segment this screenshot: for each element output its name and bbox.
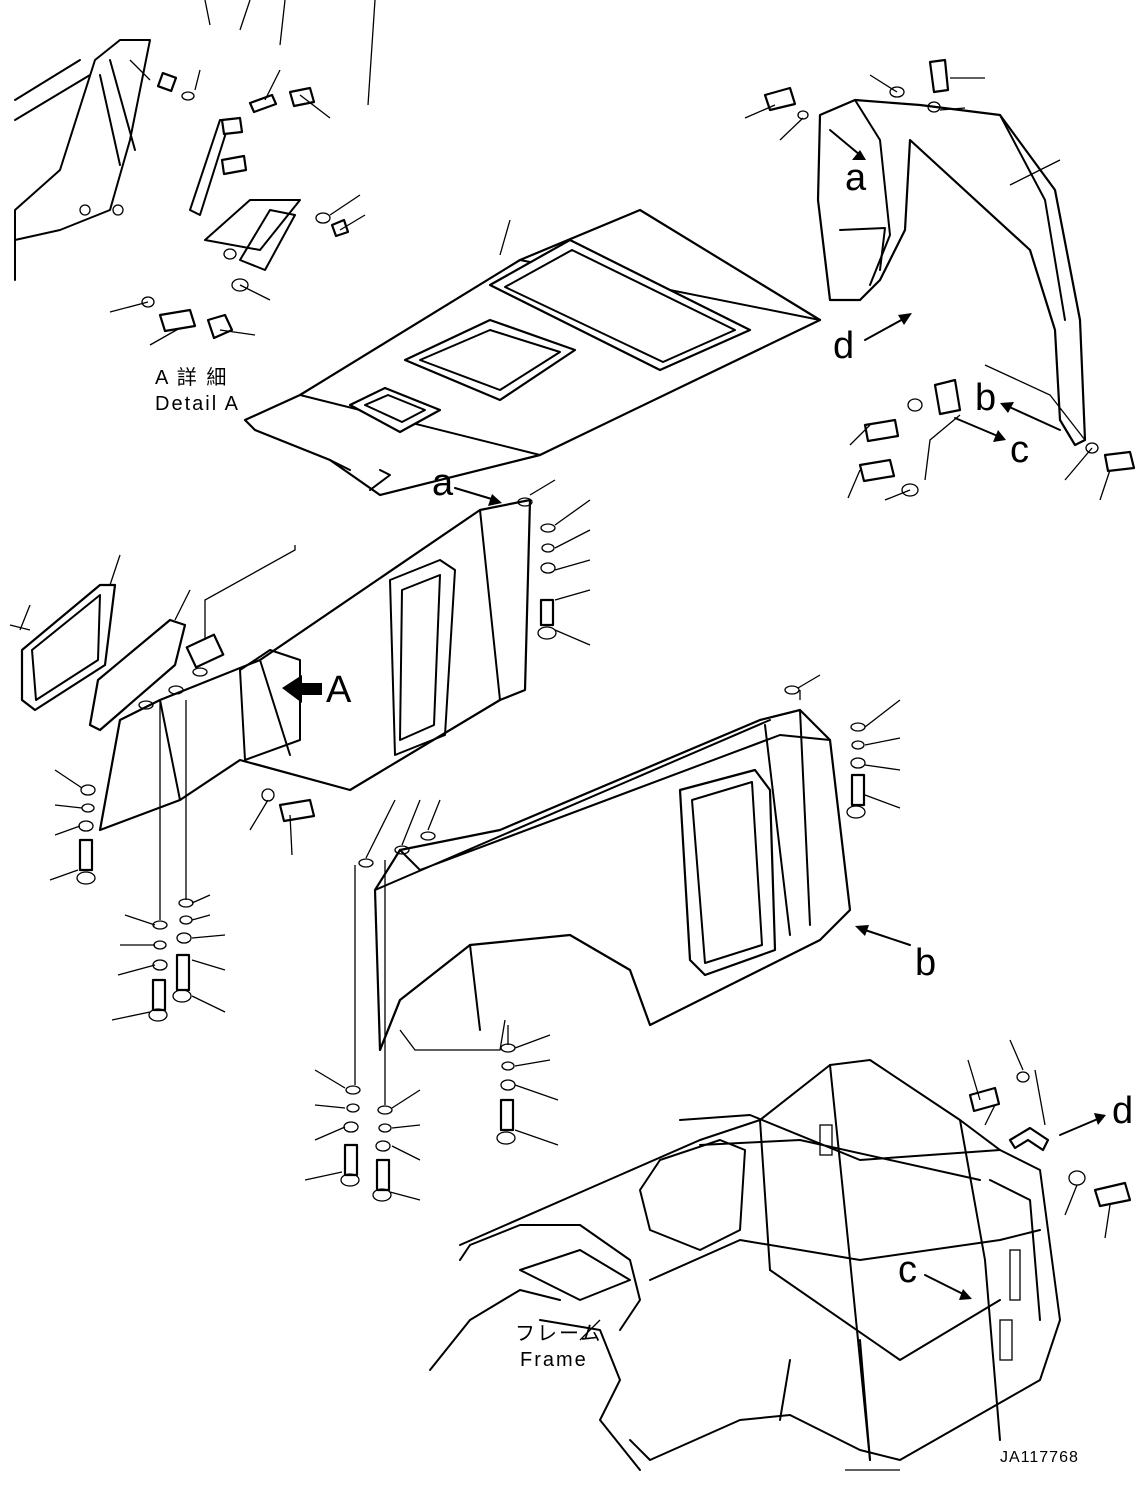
- ref-letter-d-bottom: d: [1112, 1090, 1133, 1132]
- roof-panel: [243, 208, 822, 497]
- arrowhead-a-mid: [488, 494, 502, 506]
- arrow-c-bottom: [924, 1274, 966, 1296]
- arrow-a-top: [829, 129, 861, 156]
- arrow-b-top: [1004, 404, 1061, 431]
- arrowhead-d-top: [898, 313, 912, 325]
- left-cover-hardware: [49, 479, 591, 885]
- arrowhead-b-mid: [855, 925, 869, 936]
- arrowhead-c-top: [993, 430, 1006, 442]
- right-cover-hardware: [304, 674, 901, 1202]
- frame-structure: [429, 1039, 1132, 1471]
- ref-letter-b-mid: b: [915, 942, 936, 984]
- rear-cover: [744, 58, 1136, 501]
- left-side-cover: [9, 498, 532, 832]
- ref-letter-d-top: d: [833, 325, 854, 367]
- arrow-a-mid: [454, 487, 496, 501]
- detail-a-pointer-arrow: [282, 675, 322, 703]
- frame-leader-line: [579, 1319, 601, 1341]
- ref-letter-A: A: [326, 669, 352, 711]
- detail-a-assembly: [14, 0, 376, 346]
- ref-letter-a-top: a: [845, 157, 867, 199]
- arrowhead-c-bottom: [959, 1289, 972, 1300]
- frame-en-label: Frame: [520, 1349, 588, 1371]
- arrow-d-bottom: [1059, 1117, 1101, 1136]
- arrow-d-top: [864, 317, 906, 341]
- detail-a-jp-label: A 詳 細: [155, 366, 228, 389]
- ref-letter-b-top: b: [975, 377, 996, 419]
- left-lower-hardware: [111, 545, 296, 1022]
- ref-letter-a-mid: a: [432, 462, 454, 504]
- ref-letter-c-top: c: [1010, 429, 1029, 471]
- drawing-id: JA117768: [1000, 1449, 1079, 1466]
- right-side-cover: [373, 708, 852, 1052]
- arrowhead-a-top: [852, 150, 866, 160]
- frame-jp-label: フレーム: [515, 1323, 602, 1345]
- ref-letter-c-bottom: c: [898, 1249, 917, 1291]
- detail-a-en-label: Detail A: [155, 393, 240, 415]
- arrowhead-d-bottom: [1094, 1113, 1106, 1125]
- arrow-b-mid: [864, 929, 911, 946]
- arrowhead-b-top: [1000, 402, 1014, 413]
- arrow-c-top: [954, 417, 1001, 438]
